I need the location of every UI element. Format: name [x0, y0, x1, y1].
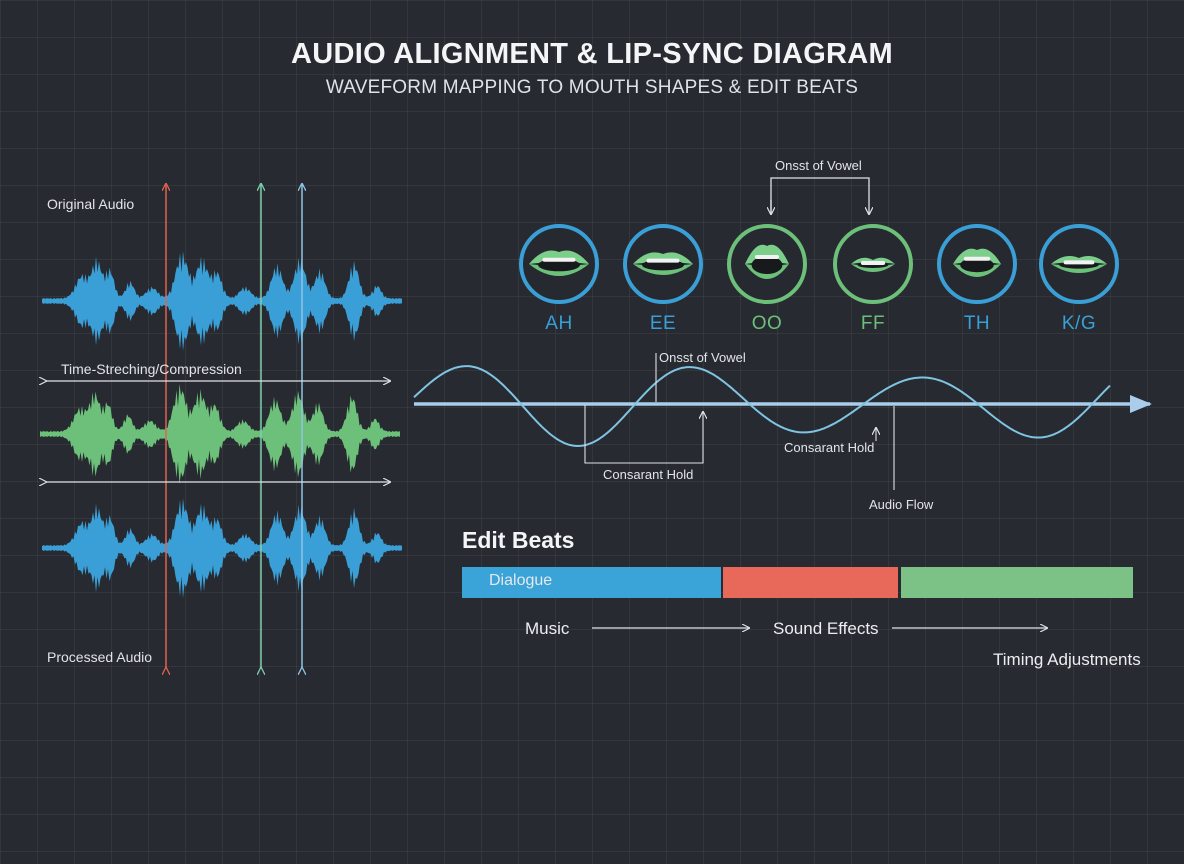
- audio-flow-wave: [413, 365, 1111, 448]
- processed-audio-label: Processed Audio: [47, 649, 153, 665]
- stretch-label: Time-Streching/Compression: [61, 361, 242, 377]
- music-segment[interactable]: [723, 567, 898, 598]
- vowel-onset-top-label: Onsst of Vowel: [775, 158, 862, 173]
- mouth-shape-ff-icon[interactable]: [833, 224, 913, 304]
- phoneme-label-oo: OO: [751, 313, 783, 334]
- dialogue-segment[interactable]: [462, 567, 721, 598]
- vowel-onset-bracket: [770, 177, 869, 214]
- phoneme-label-kg: K/G: [1061, 313, 1097, 334]
- edit-beats-title: Edit Beats: [462, 527, 575, 553]
- audio-flow-label: Audio Flow: [869, 497, 934, 512]
- vowel-onset-label: Onsst of Vowel: [659, 350, 746, 365]
- sound-effects-segment[interactable]: [901, 567, 1133, 598]
- mouth-shape-ee-icon[interactable]: [623, 224, 703, 304]
- mouth-shape-oo-icon[interactable]: [727, 224, 807, 304]
- processed-audio-waveform: [42, 498, 402, 598]
- page-title: AUDIO ALIGNMENT & LIP-SYNC DIAGRAM: [291, 38, 893, 70]
- phoneme-label-ff: FF: [860, 313, 886, 334]
- sound-effects-label: Sound Effects: [773, 619, 879, 638]
- mouth-shapes: [519, 224, 1119, 304]
- phoneme-label-th: TH: [963, 313, 991, 334]
- consonant-hold-label-1: Consarant Hold: [603, 467, 694, 482]
- consonant-hold-bracket: [584, 405, 703, 464]
- page-subtitle: WAVEFORM MAPPING TO MOUTH SHAPES & EDIT …: [325, 77, 859, 98]
- mouth-shape-ah-icon[interactable]: [519, 224, 599, 304]
- timing-adjustments-label: Timing Adjustments: [993, 650, 1141, 669]
- stretched-audio-waveform: [40, 383, 400, 485]
- phoneme-label-ee: EE: [649, 313, 677, 334]
- phoneme-label-ah: AH: [545, 313, 573, 334]
- mouth-shape-kg-icon[interactable]: [1039, 224, 1119, 304]
- music-label: Music: [525, 619, 570, 638]
- consonant-hold-label-2: Consarant Hold: [784, 440, 875, 455]
- mouth-shape-th-icon[interactable]: [937, 224, 1017, 304]
- original-audio-label: Original Audio: [47, 196, 135, 212]
- dialogue-label: Dialogue: [489, 572, 553, 589]
- original-audio-waveform: [42, 251, 402, 351]
